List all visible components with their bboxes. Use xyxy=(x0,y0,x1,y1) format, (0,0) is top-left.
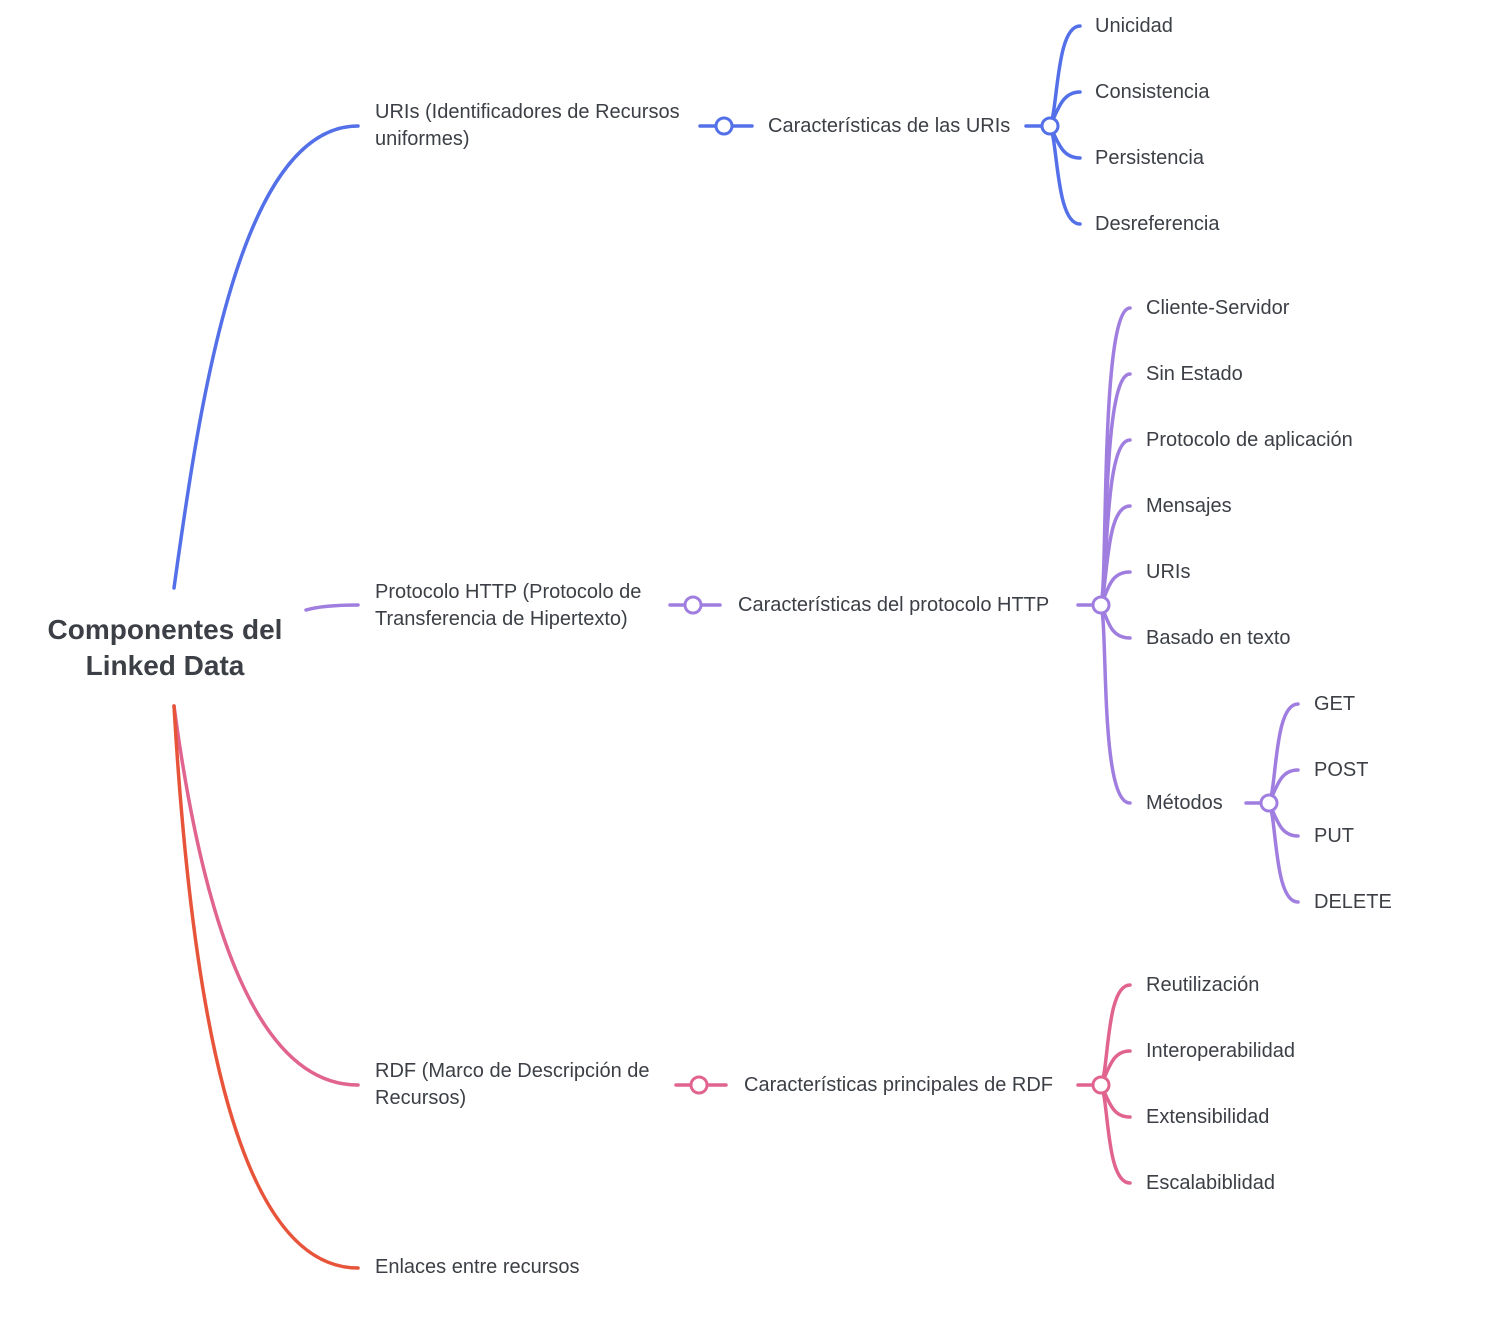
rdf-item-2[interactable]: Interoperabilidad xyxy=(1146,1040,1295,1062)
rdf-node-dot[interactable] xyxy=(689,1075,709,1095)
http-metodos-label[interactable]: Métodos xyxy=(1146,792,1223,814)
branch-rdf-label[interactable]: RDF (Marco de Descripción de Recursos) xyxy=(375,1060,650,1109)
metodos-item-put[interactable]: PUT xyxy=(1314,825,1354,847)
edge-root-uris xyxy=(172,124,360,590)
http-child-label[interactable]: Características del protocolo HTTP xyxy=(738,594,1050,616)
http-item-6[interactable]: Basado en texto xyxy=(1146,627,1291,649)
edge-metodos-item-1 xyxy=(1267,702,1300,805)
root-node-title[interactable]: Componentes del Linked Data xyxy=(47,614,283,681)
edge-uris-item-1 xyxy=(1048,24,1082,128)
edge-metodos-item-4 xyxy=(1267,801,1300,904)
edge-root-enlaces xyxy=(172,704,360,1270)
http-item-5[interactable]: URIs xyxy=(1146,561,1191,583)
edge-rdf-item-1 xyxy=(1099,983,1132,1087)
http-item-4[interactable]: Mensajes xyxy=(1146,495,1232,517)
rdf-child-label[interactable]: Características principales de RDF xyxy=(744,1074,1053,1096)
metodos-item-delete[interactable]: DELETE xyxy=(1314,891,1392,913)
edge-root-http xyxy=(304,603,360,612)
uris-item-1[interactable]: Unicidad xyxy=(1095,15,1173,37)
rdf-child-node-dot[interactable] xyxy=(1091,1075,1111,1095)
uris-child-node-dot[interactable] xyxy=(1040,116,1060,136)
http-item-1[interactable]: Cliente-Servidor xyxy=(1146,297,1290,319)
branch-uris-label[interactable]: URIs (Identificadores de Recursos unifor… xyxy=(375,101,680,150)
http-node-dot[interactable] xyxy=(683,595,703,615)
uris-item-2[interactable]: Consistencia xyxy=(1095,81,1210,103)
uris-node-dot[interactable] xyxy=(714,116,734,136)
branch-enlaces-label[interactable]: Enlaces entre recursos xyxy=(375,1256,580,1278)
metodos-item-get[interactable]: GET xyxy=(1314,693,1356,715)
metodos-node-dot[interactable] xyxy=(1259,793,1279,813)
edge-uris-item-4 xyxy=(1048,124,1082,226)
edge-http-metodos xyxy=(1099,603,1132,805)
edge-http-item-4 xyxy=(1099,504,1132,607)
edge-rdf-item-4 xyxy=(1099,1083,1132,1185)
http-item-3[interactable]: Protocolo de aplicación xyxy=(1146,429,1353,451)
http-child-node-dot[interactable] xyxy=(1091,595,1111,615)
uris-item-3[interactable]: Persistencia xyxy=(1095,147,1204,169)
uris-child-label[interactable]: Características de las URIs xyxy=(768,115,1011,137)
rdf-item-3[interactable]: Extensibilidad xyxy=(1146,1106,1270,1128)
rdf-item-4[interactable]: Escalabiblidad xyxy=(1146,1172,1275,1194)
metodos-item-post[interactable]: POST xyxy=(1314,759,1369,781)
branch-http-label[interactable]: Protocolo HTTP (Protocolo de Transferenc… xyxy=(375,581,642,630)
http-item-2[interactable]: Sin Estado xyxy=(1146,363,1243,385)
uris-item-4[interactable]: Desreferencia xyxy=(1095,213,1220,235)
rdf-item-1[interactable]: Reutilización xyxy=(1146,974,1260,996)
edge-root-rdf xyxy=(172,704,360,1087)
